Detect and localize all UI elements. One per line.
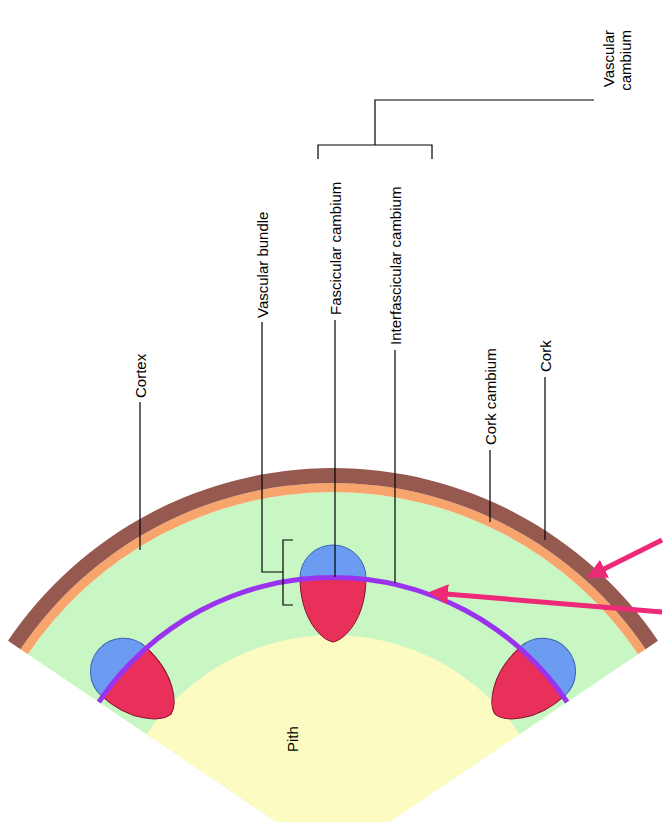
pointer-arrow (434, 593, 662, 612)
pointer-arrow (592, 540, 662, 575)
stem-wedge (8, 468, 658, 822)
leader-lines (140, 100, 594, 605)
leader-line (262, 322, 283, 572)
part-label: Cork cambium (482, 348, 499, 445)
part-label: Cortex (132, 354, 149, 398)
leader-line (334, 320, 335, 577)
leader-line (283, 540, 293, 605)
part-label: Interfascicular cambium (387, 187, 404, 345)
pointer-arrows (434, 540, 662, 612)
cork-cambium-band (20, 483, 645, 654)
part-label: Vascular bundle (254, 212, 271, 318)
xylem-shape (300, 578, 366, 642)
leader-line (318, 145, 432, 159)
leader-line (544, 377, 545, 540)
vascular-bundle-shape (473, 625, 589, 739)
phloem-shape (300, 545, 366, 578)
part-label: Cork (537, 340, 554, 372)
leader-line (394, 350, 395, 583)
leader-line (489, 450, 490, 522)
part-label: Pith (284, 726, 301, 752)
vascular-bundle-shape (77, 625, 193, 739)
part-label: Fascicular cambium (327, 182, 344, 315)
vascular-bundles (77, 545, 589, 739)
leader-line (375, 100, 594, 145)
cork-band (8, 468, 658, 649)
part-label: Vascular cambium (600, 30, 634, 130)
pith-region (146, 635, 519, 822)
vascular-bundle-shape (300, 545, 366, 642)
leader-line (139, 402, 140, 550)
vascular-cambium-ring (97, 575, 570, 703)
